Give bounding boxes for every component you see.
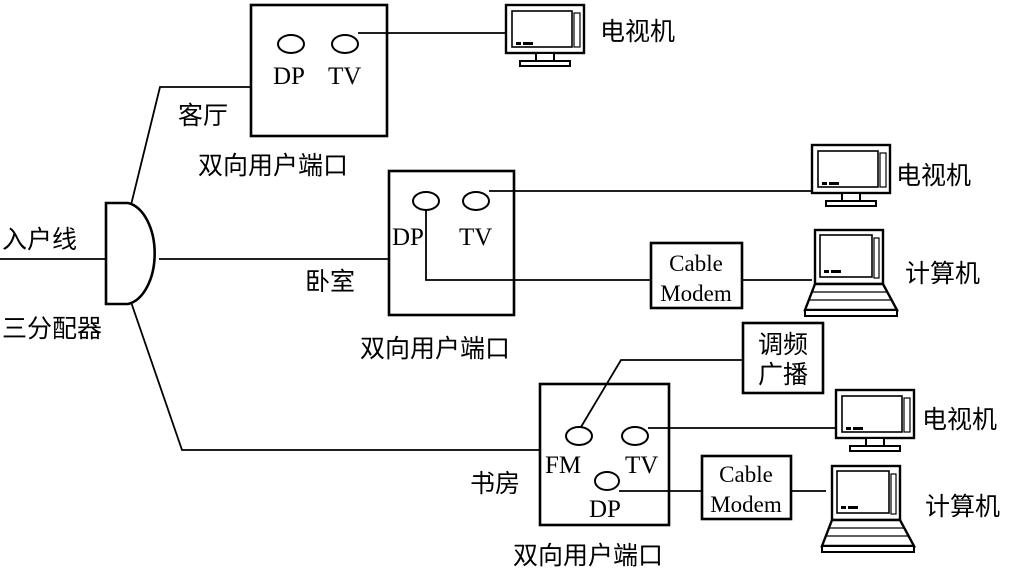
branch-study [130,301,540,451]
television-label-2: 电视机 [896,161,971,190]
port-tv-bedroom [462,191,490,211]
outlet-box-living-room [249,3,389,138]
port-label-dp-bedroom: DP [392,224,424,251]
port-label-dp-living-room: DP [273,63,305,90]
fm-radio-box [741,321,825,395]
television-label-3: 电视机 [922,405,997,434]
fm-radio-label-line2: 广播 [758,360,808,389]
port-label-dp-study: DP [589,496,621,523]
port-dp-bedroom [412,191,440,211]
computer-icon [820,464,916,554]
room-label-study: 书房 [470,469,520,498]
link-fm-radio [580,359,743,428]
outlet-label-1: 双向用户端口 [198,151,348,180]
television-icon [834,388,916,453]
television-icon [810,143,892,208]
port-label-tv-bedroom: TV [459,224,492,251]
cable-modem-box-2 [700,454,793,521]
cable-modem-1-line2: Modem [660,281,732,306]
outlet-label-2: 双向用户端口 [360,334,510,363]
outlet-box-bedroom [387,169,516,317]
cable-modem-box-1 [649,241,744,310]
room-label-living-room: 客厅 [178,101,228,130]
branch-living-room [130,86,251,206]
cable-modem-2-line1: Cable [719,462,773,487]
television-icon [504,3,586,68]
incoming-line-label: 入户线 [2,225,77,254]
port-label-tv-study: TV [625,452,658,479]
port-dp-living-room [277,34,305,54]
cable-modem-1-line1: Cable [669,251,723,276]
computer-label-2: 计算机 [925,492,1000,521]
room-label-bedroom: 卧室 [305,267,355,296]
splitter-label: 三分配器 [2,314,102,343]
port-dp-study [594,471,620,491]
port-label-fm-study: FM [545,452,581,479]
outlet-label-3: 双向用户端口 [513,541,663,570]
port-fm-study [565,426,593,446]
computer-label-1: 计算机 [905,259,980,288]
cable-modem-2-line2: Modem [710,492,782,517]
port-tv-living-room [331,34,359,54]
port-tv-study [621,426,649,446]
outlet-box-study [538,382,671,527]
computer-icon [803,228,899,318]
splitter-shape [104,201,156,306]
fm-radio-label-line1: 调频 [758,330,808,359]
link-bedroom-dp-modem [425,210,651,281]
television-label-1: 电视机 [600,17,675,46]
port-label-tv-living-room: TV [328,63,361,90]
